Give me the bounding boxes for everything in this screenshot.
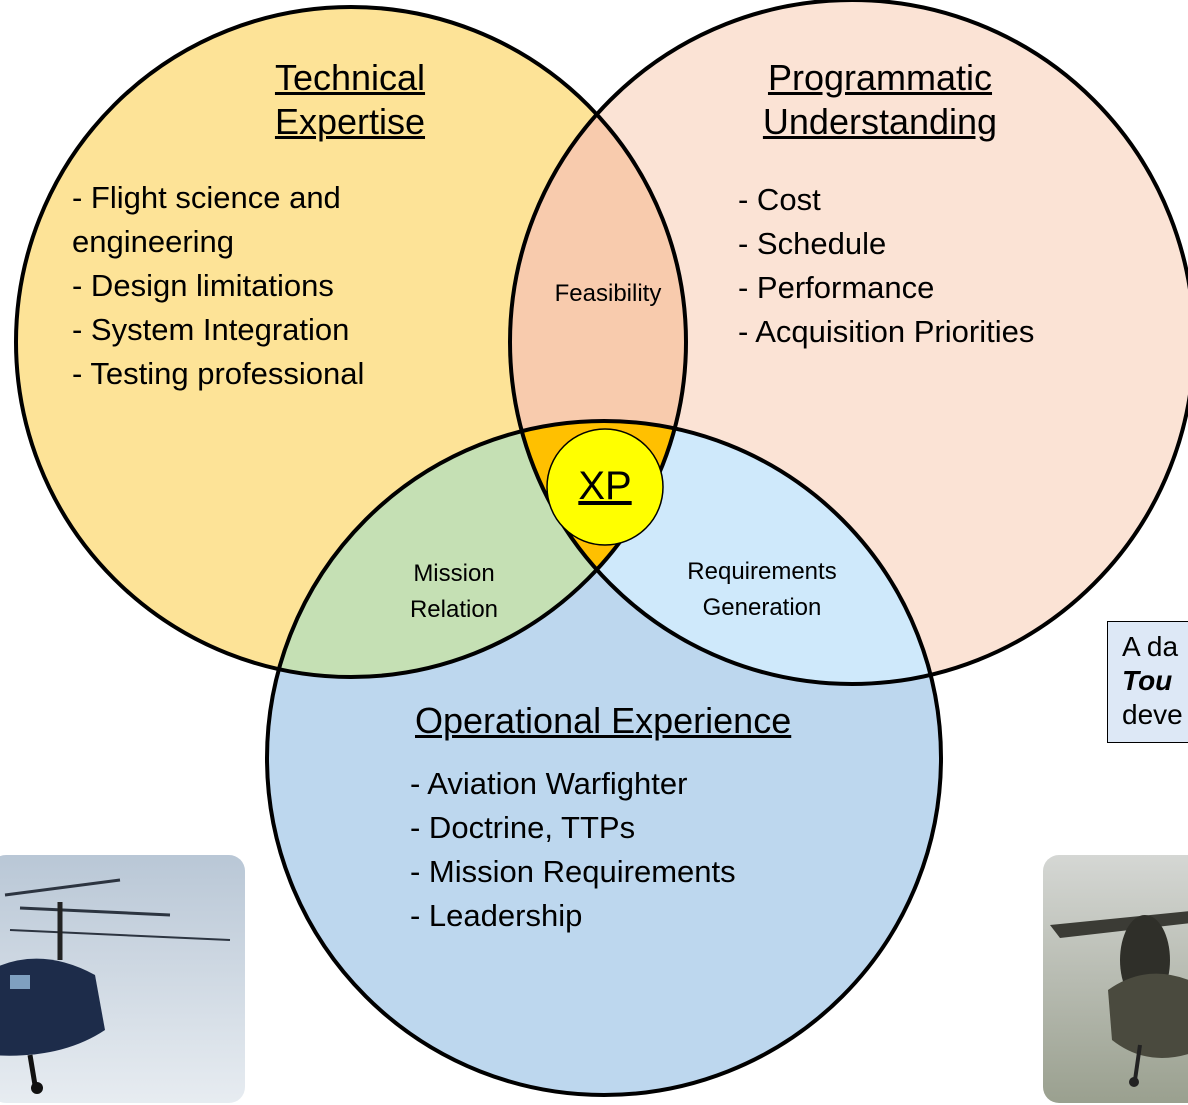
list-item: - System Integration: [72, 312, 350, 347]
programmatic-title: Programmatic Understanding: [762, 57, 998, 142]
requirements-generation-label: Requirements Generation: [687, 558, 837, 621]
list-item: - Performance: [738, 270, 935, 305]
list-item: - Cost: [738, 182, 821, 217]
list-item: - Testing professional: [72, 356, 365, 391]
xp-badge: [546, 428, 664, 546]
mission-relation-label: Mission Relation: [409, 560, 499, 623]
feasibility-label: Feasibility: [554, 280, 662, 307]
list-item: - Acquisition Priorities: [738, 314, 1035, 349]
callout-box: A da Tou deve: [1107, 621, 1188, 743]
helicopter-photo: [0, 855, 245, 1103]
list-item: - Design limitations: [72, 268, 334, 303]
callout-line: deve: [1122, 699, 1183, 730]
programmatic-items: - Cost - Schedule - Performance - Acquis…: [738, 178, 1034, 354]
xp-label: XP: [578, 464, 632, 508]
tiltrotor-photo: [1043, 855, 1188, 1103]
operational-title: Operational Experience: [415, 700, 792, 741]
callout-line: Tou: [1122, 665, 1173, 696]
list-item: - Leadership: [410, 898, 583, 933]
list-item: - Flight science and: [72, 180, 341, 215]
list-item: - Aviation Warfighter: [410, 766, 688, 801]
list-item: - Doctrine, TTPs: [410, 810, 636, 845]
callout-line: A da: [1122, 631, 1179, 662]
technical-title: Technical Expertise: [274, 57, 426, 142]
operational-items: - Aviation Warfighter - Doctrine, TTPs -…: [410, 762, 736, 938]
list-item: - Schedule: [738, 226, 887, 261]
requirements-generation-region: [510, 421, 941, 684]
technical-items: - Flight science and engineering - Desig…: [72, 176, 364, 396]
list-item: - Mission Requirements: [410, 854, 736, 889]
list-item: engineering: [72, 224, 235, 259]
mission-relation-region: [267, 421, 686, 677]
